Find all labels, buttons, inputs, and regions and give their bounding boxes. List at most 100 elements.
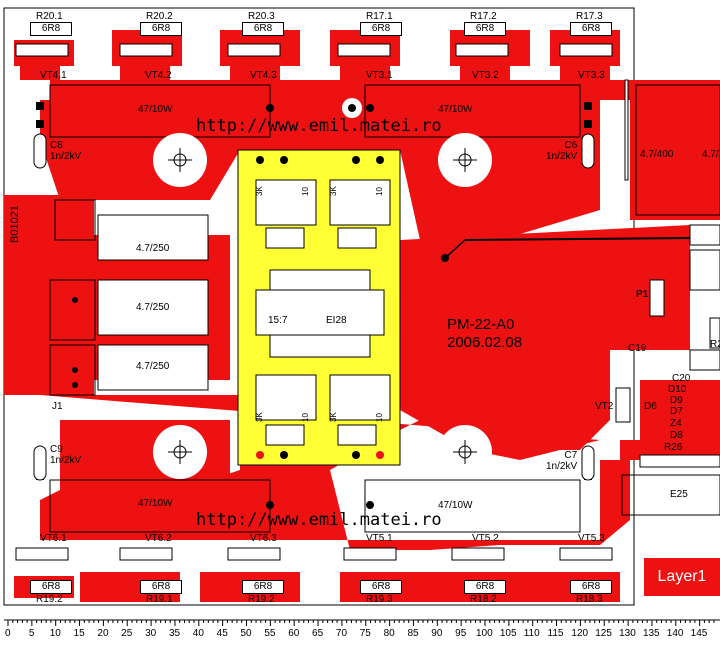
- part-e25: E25: [670, 489, 688, 500]
- board-date: 2006.02.08: [447, 334, 523, 351]
- cap-value: 1n/2kV: [546, 151, 578, 162]
- resistor-value: 6R8: [464, 22, 506, 36]
- ruler-tick-label: 60: [288, 628, 300, 639]
- connector-j1: J1: [52, 401, 63, 412]
- part-c19: C19: [628, 343, 647, 354]
- cap-ref: C6: [564, 140, 578, 151]
- cap-value: 1n/2kV: [50, 151, 82, 162]
- transistor-label: VT5.2: [472, 533, 499, 544]
- power-resistor-label: 47/10W: [438, 104, 473, 115]
- ruler-tick-label: 125: [595, 628, 612, 639]
- power-resistor-label: 47/10W: [138, 498, 173, 509]
- connector-b01021: B01021: [9, 205, 21, 243]
- part-d7: D7: [670, 406, 683, 417]
- transistor-label: VT6.2: [145, 533, 172, 544]
- resistor-ref-r17-3: R17.3: [576, 11, 603, 22]
- ruler-tick-label: 90: [431, 628, 443, 639]
- power-resistor-label: 47/10W: [438, 500, 473, 511]
- ruler-tick-label: 5: [28, 628, 35, 639]
- resistor-value: 6R8: [570, 580, 612, 594]
- connector-p1: P1: [636, 289, 649, 300]
- transistor-label: VT4.2: [145, 70, 172, 81]
- ruler-tick-label: 105: [499, 628, 517, 639]
- ruler-tick-label: 0: [5, 628, 11, 639]
- part-d8: D8: [670, 430, 683, 441]
- resistor-value: 6R8: [464, 580, 506, 594]
- layer-label: Layer1: [644, 558, 720, 596]
- transistor-label: VT5.1: [366, 533, 393, 544]
- power-resistor-label: 47/10W: [138, 104, 173, 115]
- right-cap-2: 4.7/4: [702, 149, 720, 160]
- resistor-ref-r20-3: R20.3: [248, 11, 275, 22]
- cap-ref: C7: [564, 450, 578, 461]
- resistor-ref: R19.3: [366, 594, 393, 605]
- ruler-tick-label: 100: [476, 628, 493, 639]
- driver-r3k: 3K: [255, 186, 264, 196]
- resistor-ref-r20-1: R20.1: [36, 11, 63, 22]
- resistor-value: 6R8: [140, 580, 182, 594]
- resistor-value: 6R8: [570, 22, 612, 36]
- cap-ref: C9: [50, 444, 63, 455]
- ruler-tick-label: 65: [312, 628, 324, 639]
- driver-r3k: 3K: [255, 412, 264, 422]
- part-d10: D10: [668, 384, 687, 395]
- ruler-tick-label: 40: [192, 628, 204, 639]
- left-cap-1: 4.7/250: [136, 243, 170, 254]
- ruler-tick-label: 120: [571, 628, 589, 639]
- hv-caps: [33, 133, 595, 481]
- resistor-ref: R19.1: [146, 594, 173, 605]
- right-side-parts: [615, 224, 720, 468]
- transistor-label: VT5.3: [578, 533, 605, 544]
- resistor-value: 6R8: [242, 22, 284, 36]
- resistor-value: 6R8: [242, 580, 284, 594]
- resistor-ref-r17-2: R17.2: [470, 11, 497, 22]
- transistor-label: VT6.3: [250, 533, 277, 544]
- resistor-ref-r17-1: R17.1: [366, 11, 393, 22]
- driver-r10: 10: [375, 413, 384, 422]
- resistor-value: 6R8: [30, 580, 72, 594]
- transistor-label: VT3.3: [578, 70, 605, 81]
- ruler-tick-label: 130: [619, 628, 636, 639]
- resistor-ref: R19.2: [36, 594, 63, 605]
- ruler-tick-label: 110: [523, 628, 540, 639]
- part-z4: Z4: [670, 418, 682, 429]
- part-r26: R26: [664, 442, 683, 453]
- resistor-ref: R18.2: [470, 594, 497, 605]
- mm-ruler: [4, 619, 720, 626]
- driver-r10: 10: [301, 187, 310, 196]
- resistor-value: 6R8: [30, 22, 72, 36]
- driver-pads: [256, 156, 384, 459]
- cap-value: 1n/2kV: [546, 461, 578, 472]
- ruler-tick-label: 50: [240, 628, 252, 639]
- ruler-tick-label: 80: [383, 628, 395, 639]
- left-cap-3: 4.7/250: [136, 361, 170, 372]
- driver-r3k: 3K: [329, 412, 338, 422]
- transistor-label: VT3.2: [472, 70, 499, 81]
- transformer-ratio: 15:7: [268, 315, 288, 326]
- driver-r3k: 3K: [329, 186, 338, 196]
- part-c20: C20: [672, 373, 691, 384]
- right-cap-1: 4.7/400: [640, 149, 674, 160]
- ruler-tick-label: 45: [216, 628, 228, 639]
- driver-board-silk: [255, 179, 391, 446]
- transistor-label: VT6.1: [40, 533, 67, 544]
- transistor-bodies: [15, 43, 613, 561]
- cap-value: 1n/2kV: [50, 455, 82, 466]
- cap-ref: C8: [50, 140, 63, 151]
- url-top: http://www.emil.matei.ro: [196, 116, 442, 136]
- ruler-tick-label: 35: [168, 628, 181, 639]
- part-d6: D6: [644, 401, 657, 412]
- ruler-tick-label: 10: [49, 628, 61, 639]
- driver-r10: 10: [301, 413, 310, 422]
- resistor-value: 6R8: [360, 22, 402, 36]
- part-vt2: VT2: [595, 401, 614, 412]
- ruler-tick-label: 85: [407, 628, 419, 639]
- transformer-core: EI28: [326, 315, 347, 326]
- resistor-ref: R18.3: [576, 594, 603, 605]
